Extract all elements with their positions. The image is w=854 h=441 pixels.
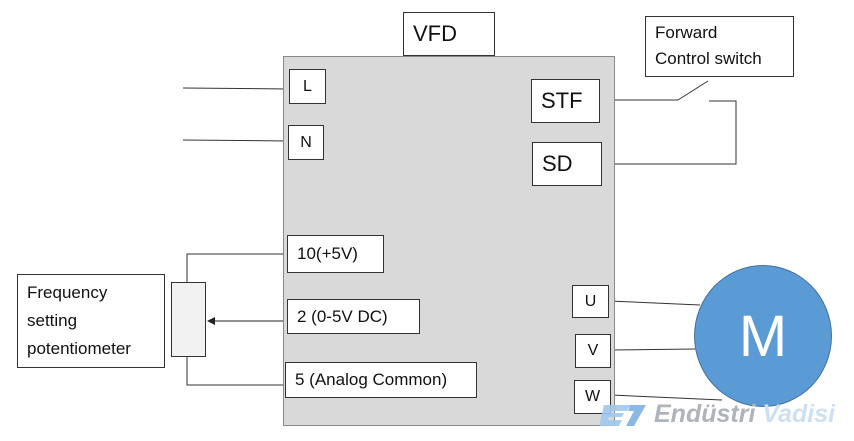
terminal-10: 10(+5V) (287, 235, 384, 273)
wire-w (610, 394, 723, 401)
terminal-2: 2 (0-5V DC) (287, 299, 420, 334)
wire-v (610, 348, 696, 351)
wire-line-n (182, 139, 289, 142)
terminal-sd: SD (532, 142, 602, 186)
potentiometer (171, 282, 206, 357)
terminal-v: V (575, 334, 611, 368)
wire-pot-to-10 (186, 253, 287, 283)
logo-text-part-2: Vadisi (762, 399, 836, 428)
motor-label: M (738, 303, 788, 369)
logo-icon (600, 405, 646, 426)
vfd-title: VFD (403, 12, 495, 56)
switch-label-line-2: Control switch (655, 49, 762, 68)
wire-line-l (182, 87, 290, 90)
potentiometer-label: Frequency setting potentiometer (17, 274, 165, 368)
watermark-logo: Endüstri Vadisi (600, 397, 840, 431)
wire-switch-to-sd (602, 100, 737, 165)
motor: M (694, 265, 832, 407)
terminal-l: L (289, 69, 326, 104)
terminal-u: U (572, 285, 609, 318)
logo-text: Endüstri Vadisi (654, 400, 835, 429)
terminal-stf: STF (531, 79, 600, 123)
potentiometer-label-line-3: potentiometer (27, 339, 131, 358)
switch-label: Forward Control switch (645, 16, 794, 77)
switch-blade (677, 80, 709, 101)
wire-pot-to-5 (186, 357, 285, 386)
logo-text-part-1: Endüstri (654, 399, 763, 428)
potentiometer-label-line-2: setting (27, 311, 78, 330)
wire-u (608, 300, 701, 306)
potentiometer-label-line-1: Frequency (27, 283, 108, 302)
switch-label-line-1: Forward (655, 23, 718, 42)
terminal-5: 5 (Analog Common) (285, 362, 477, 398)
terminal-n: N (288, 125, 324, 160)
